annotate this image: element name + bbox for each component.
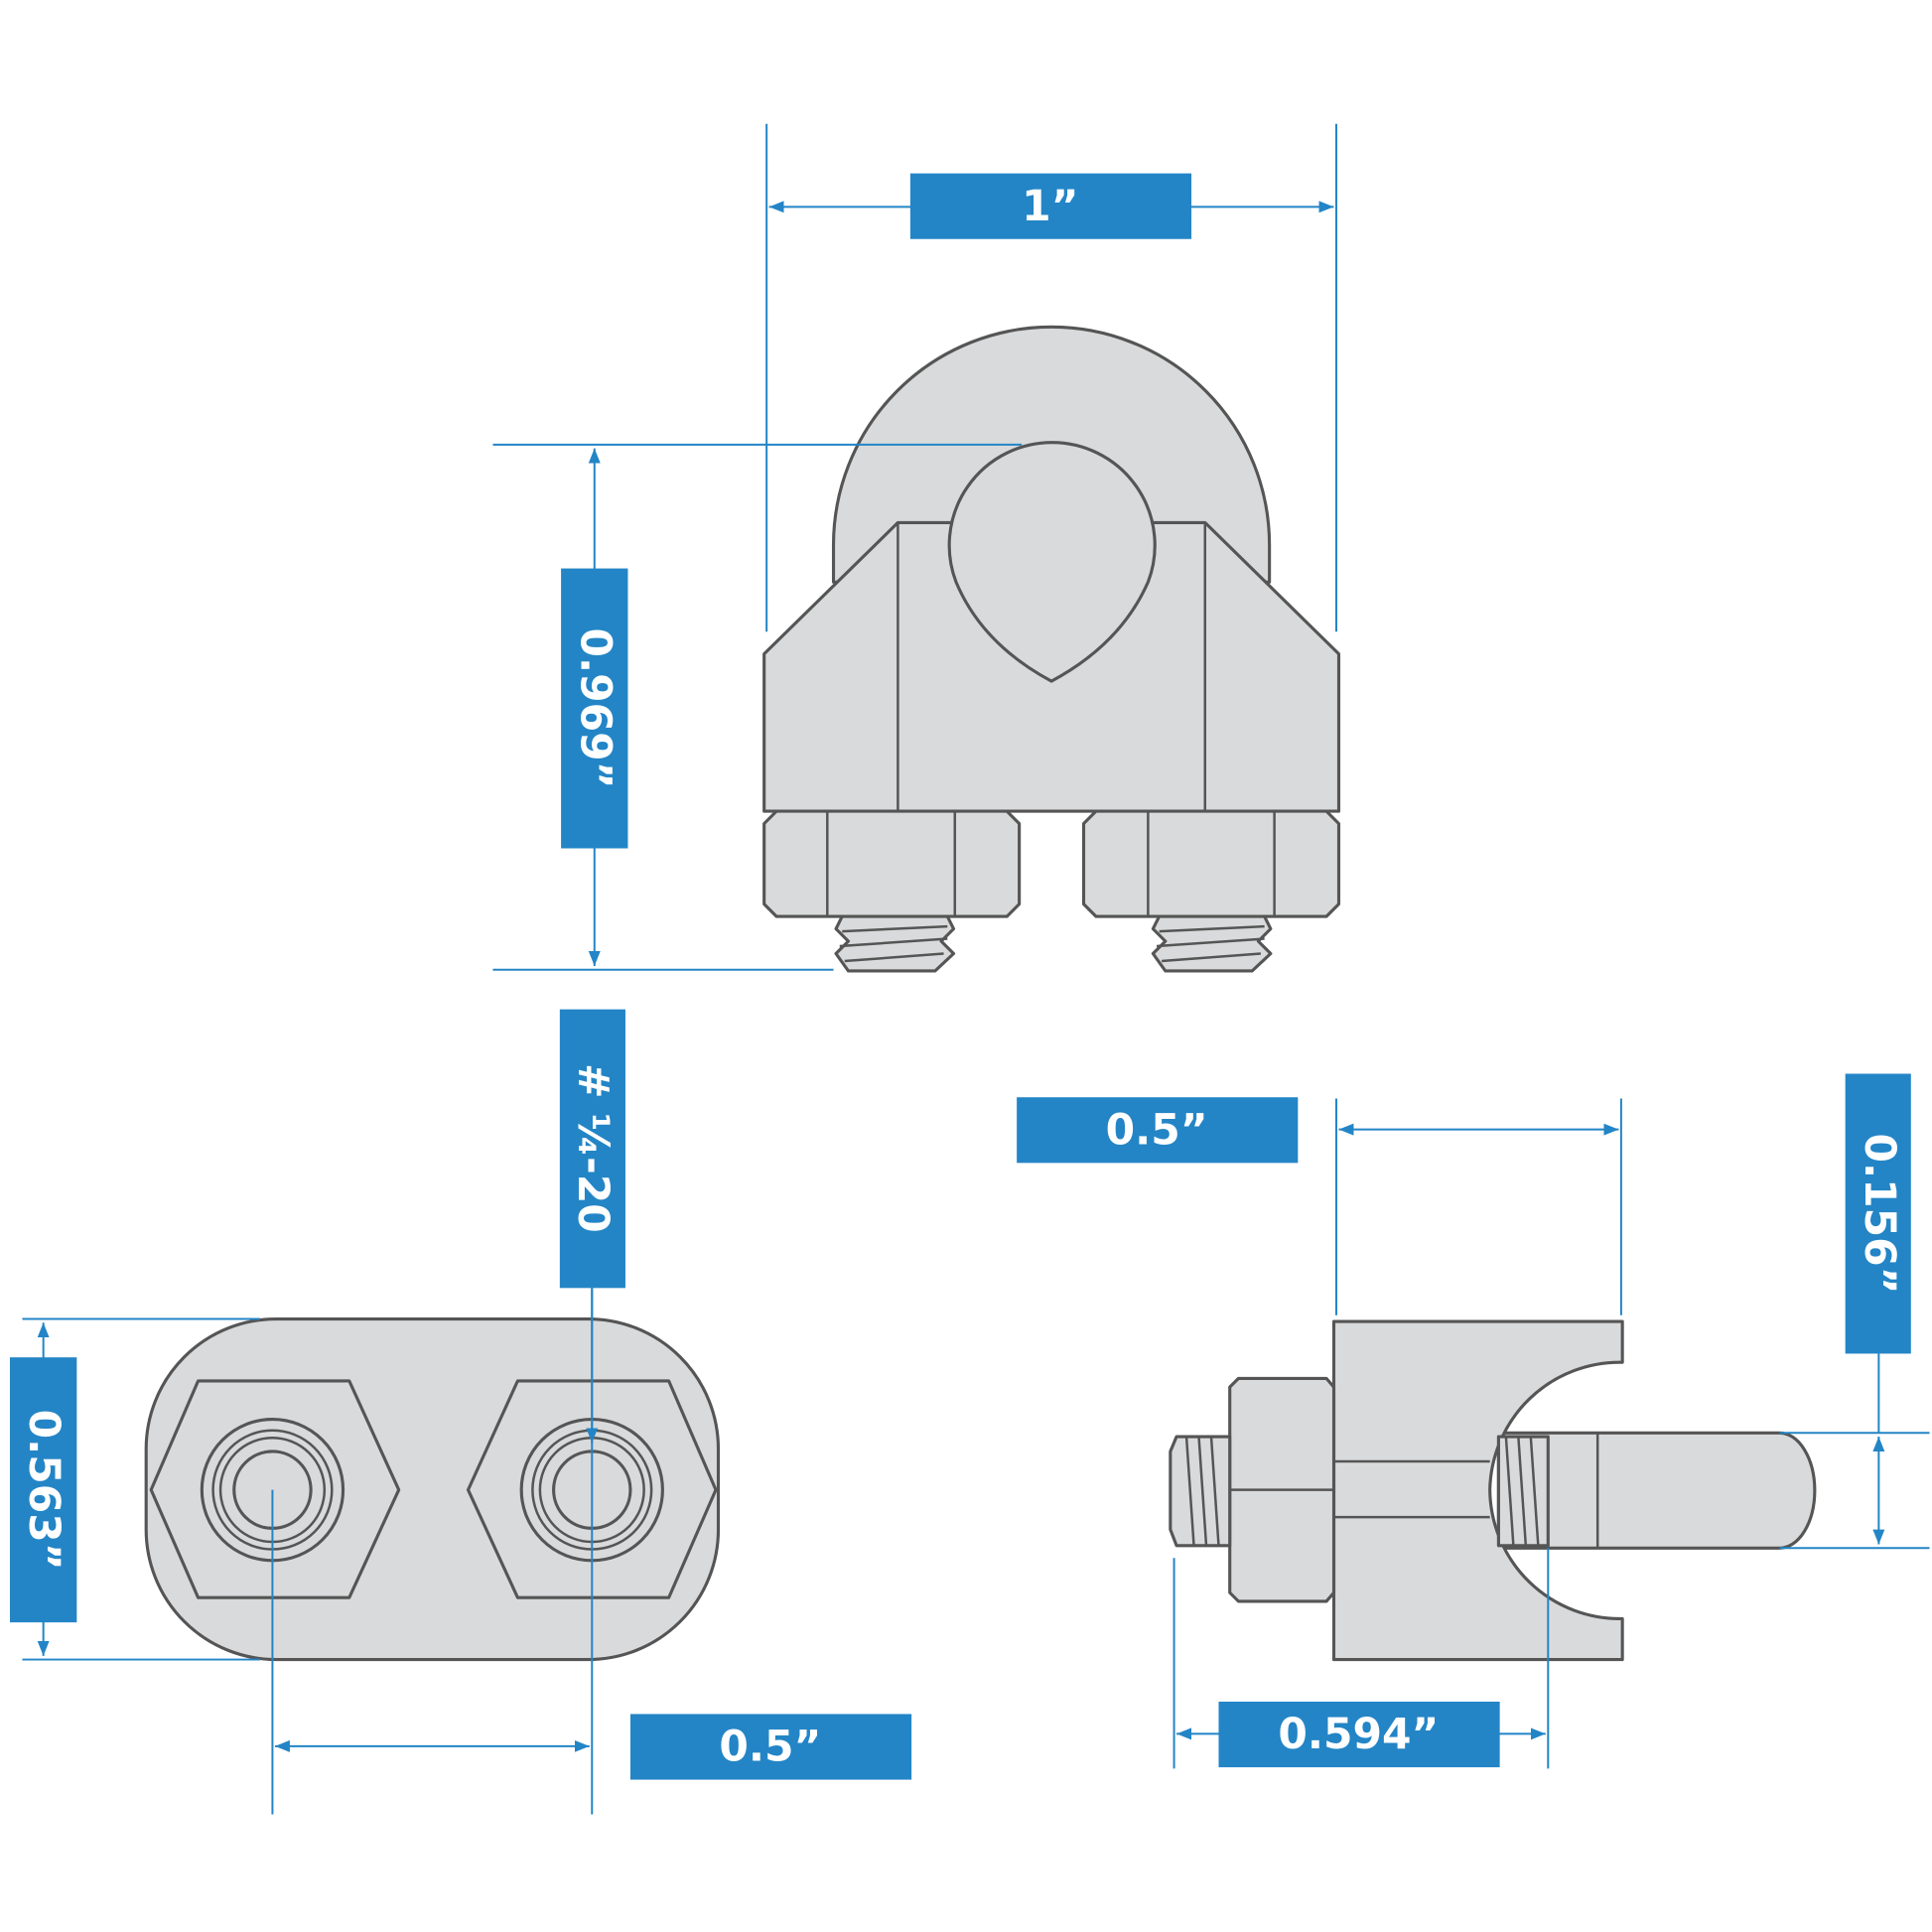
front-view: 1” 0.969”: [492, 123, 1341, 973]
side-saddle: [1331, 1319, 1624, 1662]
depth-label-box: [1218, 1701, 1500, 1768]
nut-right: [1081, 809, 1341, 973]
depth-label: 0.594”: [1278, 1711, 1439, 1759]
spacing-label: 0.5”: [719, 1724, 821, 1772]
height-label-box: [561, 568, 628, 849]
thread-label-box: [559, 1009, 625, 1289]
diameter-label-box: [1845, 1073, 1911, 1354]
height-label: 0.969”: [570, 628, 619, 789]
nut-left: [762, 809, 1022, 973]
base-height-label-box: [9, 1357, 77, 1623]
base-view: # ¼-20 0.563” 0.5”: [9, 1009, 912, 1815]
cable-hole: [947, 441, 1157, 683]
side-bolt: [1496, 1431, 1817, 1550]
spacing-label-box: [629, 1714, 912, 1780]
hex-nut-left: [149, 1379, 401, 1599]
diameter-label: 0.156”: [1855, 1133, 1903, 1294]
saddle-width-label: 0.5”: [1106, 1106, 1208, 1155]
base-height-label: 0.563”: [19, 1410, 68, 1571]
thread-label: # ¼-20: [568, 1063, 617, 1233]
width-label: 1”: [1022, 183, 1078, 231]
width-label-box: [909, 173, 1192, 239]
side-view: 0.5” 0.156” 0.594”: [1017, 1073, 1930, 1769]
saddle-width-label-box: [1017, 1097, 1299, 1164]
